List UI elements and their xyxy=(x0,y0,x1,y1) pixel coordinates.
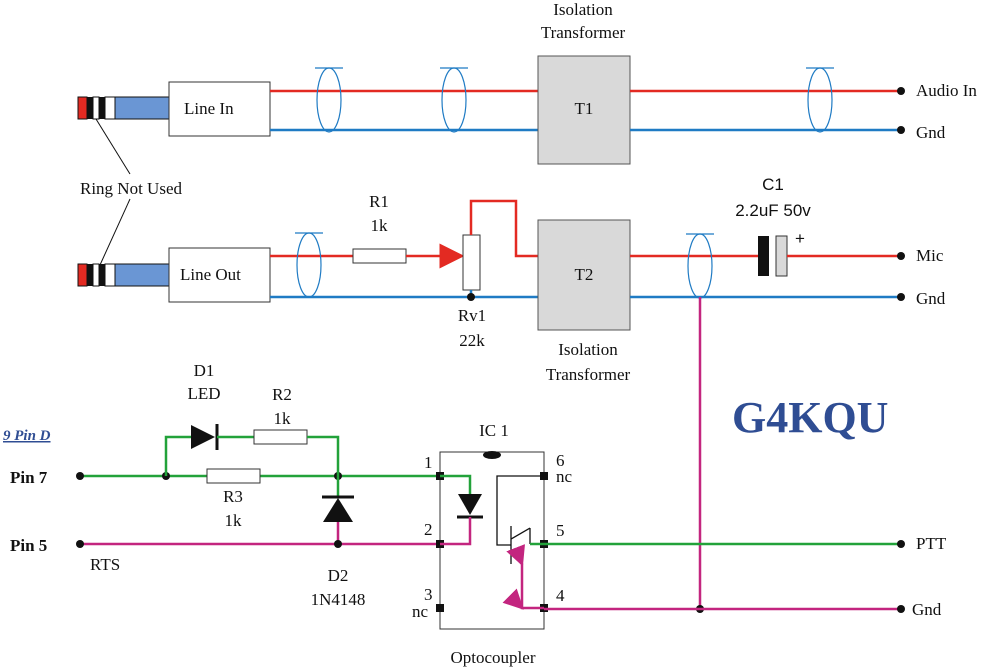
ic1-pin3-nc: nc xyxy=(412,602,429,621)
diode-d2 xyxy=(322,495,354,522)
ring-callout-top xyxy=(95,118,131,175)
shield-loop-4 xyxy=(295,232,323,298)
ic1-name: Optocoupler xyxy=(451,648,536,667)
ring-not-used-label: Ring Not Used xyxy=(80,179,183,198)
r1-ref: R1 xyxy=(369,192,389,211)
transformer-t1 xyxy=(537,55,631,165)
line-out-box xyxy=(168,247,271,303)
r2-return-wire xyxy=(307,435,340,476)
shield-loop-5 xyxy=(686,233,714,299)
shield-loop-2 xyxy=(440,67,468,133)
transformer-t2 xyxy=(537,219,631,331)
ptt-terminal xyxy=(897,540,905,548)
ic1-pin3: 3 xyxy=(424,585,433,604)
gnd-bottom-label: Gnd xyxy=(912,600,942,619)
ic1-pin2: 2 xyxy=(424,520,433,539)
ic1-pin1: 1 xyxy=(424,453,433,472)
jack-plug-line-in xyxy=(77,96,170,120)
c1-value: 2.2uF 50v xyxy=(735,201,811,220)
audio-in-label: Audio In xyxy=(916,81,977,100)
resistor-r3 xyxy=(206,468,261,484)
ic1-pin4: 4 xyxy=(556,586,565,605)
line-in-label: Line In xyxy=(184,99,234,118)
rv1-ground-junction xyxy=(467,293,475,301)
t2-label: T2 xyxy=(575,265,594,284)
gnd-mid-terminal xyxy=(897,293,905,301)
gnd-top-terminal xyxy=(897,126,905,134)
t2-desc-line2: Transformer xyxy=(546,365,631,384)
resistor-r2 xyxy=(253,429,308,445)
line-in-box xyxy=(168,81,271,137)
potentiometer-rv1 xyxy=(462,234,481,291)
t1-desc-line2: Transformer xyxy=(541,23,626,42)
ic1-pin5: 5 xyxy=(556,521,565,540)
mic-terminal xyxy=(897,252,905,260)
d2-value: 1N4148 xyxy=(311,590,366,609)
audio-in-terminal xyxy=(897,87,905,95)
led-d1 xyxy=(191,424,219,450)
ring-callout-bottom xyxy=(99,198,131,266)
ic1-led-cathode-wire xyxy=(440,517,472,546)
rv1-top-wire xyxy=(469,199,538,258)
jack-plug-line-out xyxy=(77,263,170,287)
ic1-pin6: 6 xyxy=(556,451,565,470)
capacitor-c1 xyxy=(758,235,788,277)
rts-label: RTS xyxy=(90,555,120,574)
pin5-terminal xyxy=(76,540,84,548)
ic1-pin6-nc: nc xyxy=(556,467,573,486)
ic1-notch xyxy=(483,451,501,459)
r2-ref: R2 xyxy=(272,385,292,404)
pin5-label: Pin 5 xyxy=(10,536,47,555)
pin7-terminal xyxy=(76,472,84,480)
c1-polarity: + xyxy=(795,229,805,248)
ic1-ref: IC 1 xyxy=(479,421,509,440)
r1-value: 1k xyxy=(371,216,389,235)
optocoupler-ic1 xyxy=(439,451,545,630)
gnd-bottom-terminal xyxy=(897,605,905,613)
ic1-emitter-wire xyxy=(502,544,544,610)
shield-loop-1 xyxy=(315,67,343,133)
t1-desc-line1: Isolation xyxy=(553,0,613,19)
t2-desc-line1: Isolation xyxy=(558,340,618,359)
shield-loop-3 xyxy=(806,67,834,133)
ic1-led-anode-wire xyxy=(440,474,472,494)
c1-ref: C1 xyxy=(762,175,784,194)
t1-label: T1 xyxy=(575,99,594,118)
connector-header: 9 Pin D xyxy=(3,428,51,444)
led-branch-wire xyxy=(164,435,191,476)
mic-label: Mic xyxy=(916,246,944,265)
ptt-label: PTT xyxy=(916,534,947,553)
line-out-label: Line Out xyxy=(180,265,241,284)
resistor-r1 xyxy=(352,248,407,264)
d1-ref: D1 xyxy=(194,361,215,380)
r3-value: 1k xyxy=(225,511,243,530)
gnd-mid-label: Gnd xyxy=(916,289,946,308)
d2-ref: D2 xyxy=(328,566,349,585)
d1-value: LED xyxy=(187,384,220,403)
rv1-ref: Rv1 xyxy=(458,306,486,325)
rv1-value: 22k xyxy=(459,331,485,350)
r2-value: 1k xyxy=(274,409,292,428)
callsign-logo: G4KQU xyxy=(732,393,888,442)
gnd-top-label: Gnd xyxy=(916,123,946,142)
pin5-d2-junction xyxy=(334,540,342,548)
r3-ref: R3 xyxy=(223,487,243,506)
pin7-label: Pin 7 xyxy=(10,468,48,487)
